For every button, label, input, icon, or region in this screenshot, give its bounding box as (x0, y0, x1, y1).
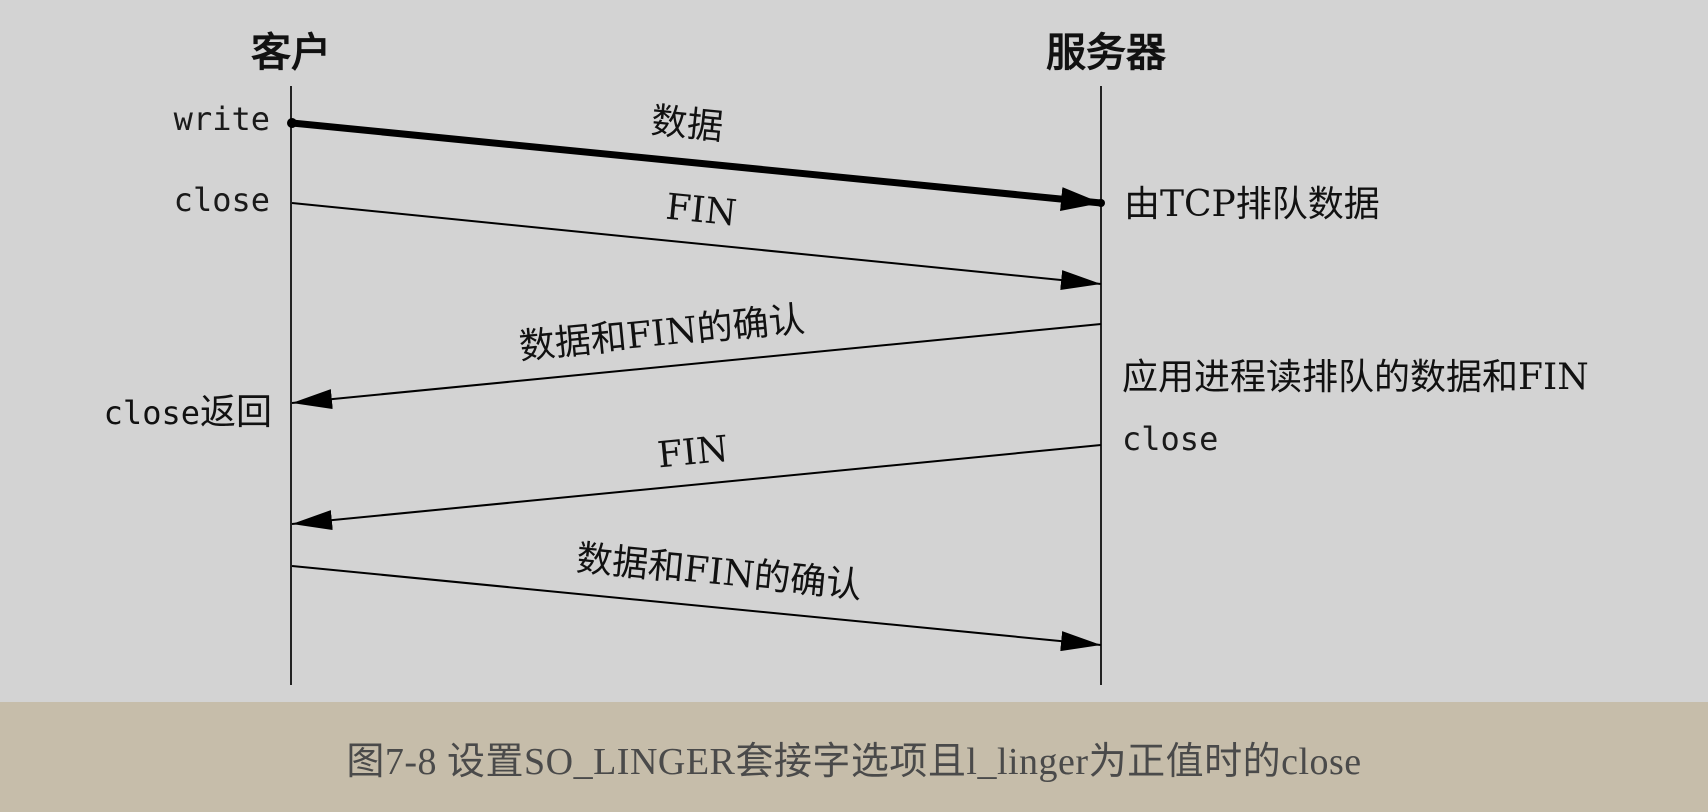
message-label-fin-1: FIN (664, 187, 738, 235)
message-label-ack-2: 数据和FIN的确认 (574, 538, 863, 607)
server-heading: 服务器 (1046, 30, 1167, 76)
data-arrival-dot (1097, 199, 1105, 207)
figure-caption: 图7-8 设置SO_LINGER套接字选项且l_linger为正值时的close (346, 740, 1362, 783)
message-arrow-data (291, 119, 1102, 212)
message-label-fin-2: FIN (656, 429, 730, 477)
client-close-return-label: close返回 (104, 392, 272, 433)
server-app-read-note: 应用进程读排队的数据和FIN (1122, 357, 1589, 398)
message-arrow-ack-2 (291, 565, 1102, 652)
close-return-text: 返回 (200, 392, 272, 433)
sequence-diagram: 客户 服务器 write close close返回 数据 FIN 由TCP排队… (0, 0, 1708, 702)
client-close-label: close (174, 181, 270, 219)
message-arrow-fin-1 (291, 202, 1102, 290)
server-close-label: close (1122, 420, 1218, 458)
message-arrow-ack-1 (291, 323, 1102, 410)
diagram-canvas: 客户 服务器 write close close返回 数据 FIN 由TCP排队… (104, 30, 1589, 685)
message-arrow-fin-2 (291, 444, 1102, 531)
write-start-dot (287, 118, 297, 128)
client-write-label: write (174, 100, 270, 138)
close-return-code: close (104, 394, 200, 432)
message-label-data: 数据 (649, 101, 725, 149)
server-queue-note: 由TCP排队数据 (1124, 184, 1380, 225)
client-heading: 客户 (251, 30, 331, 76)
